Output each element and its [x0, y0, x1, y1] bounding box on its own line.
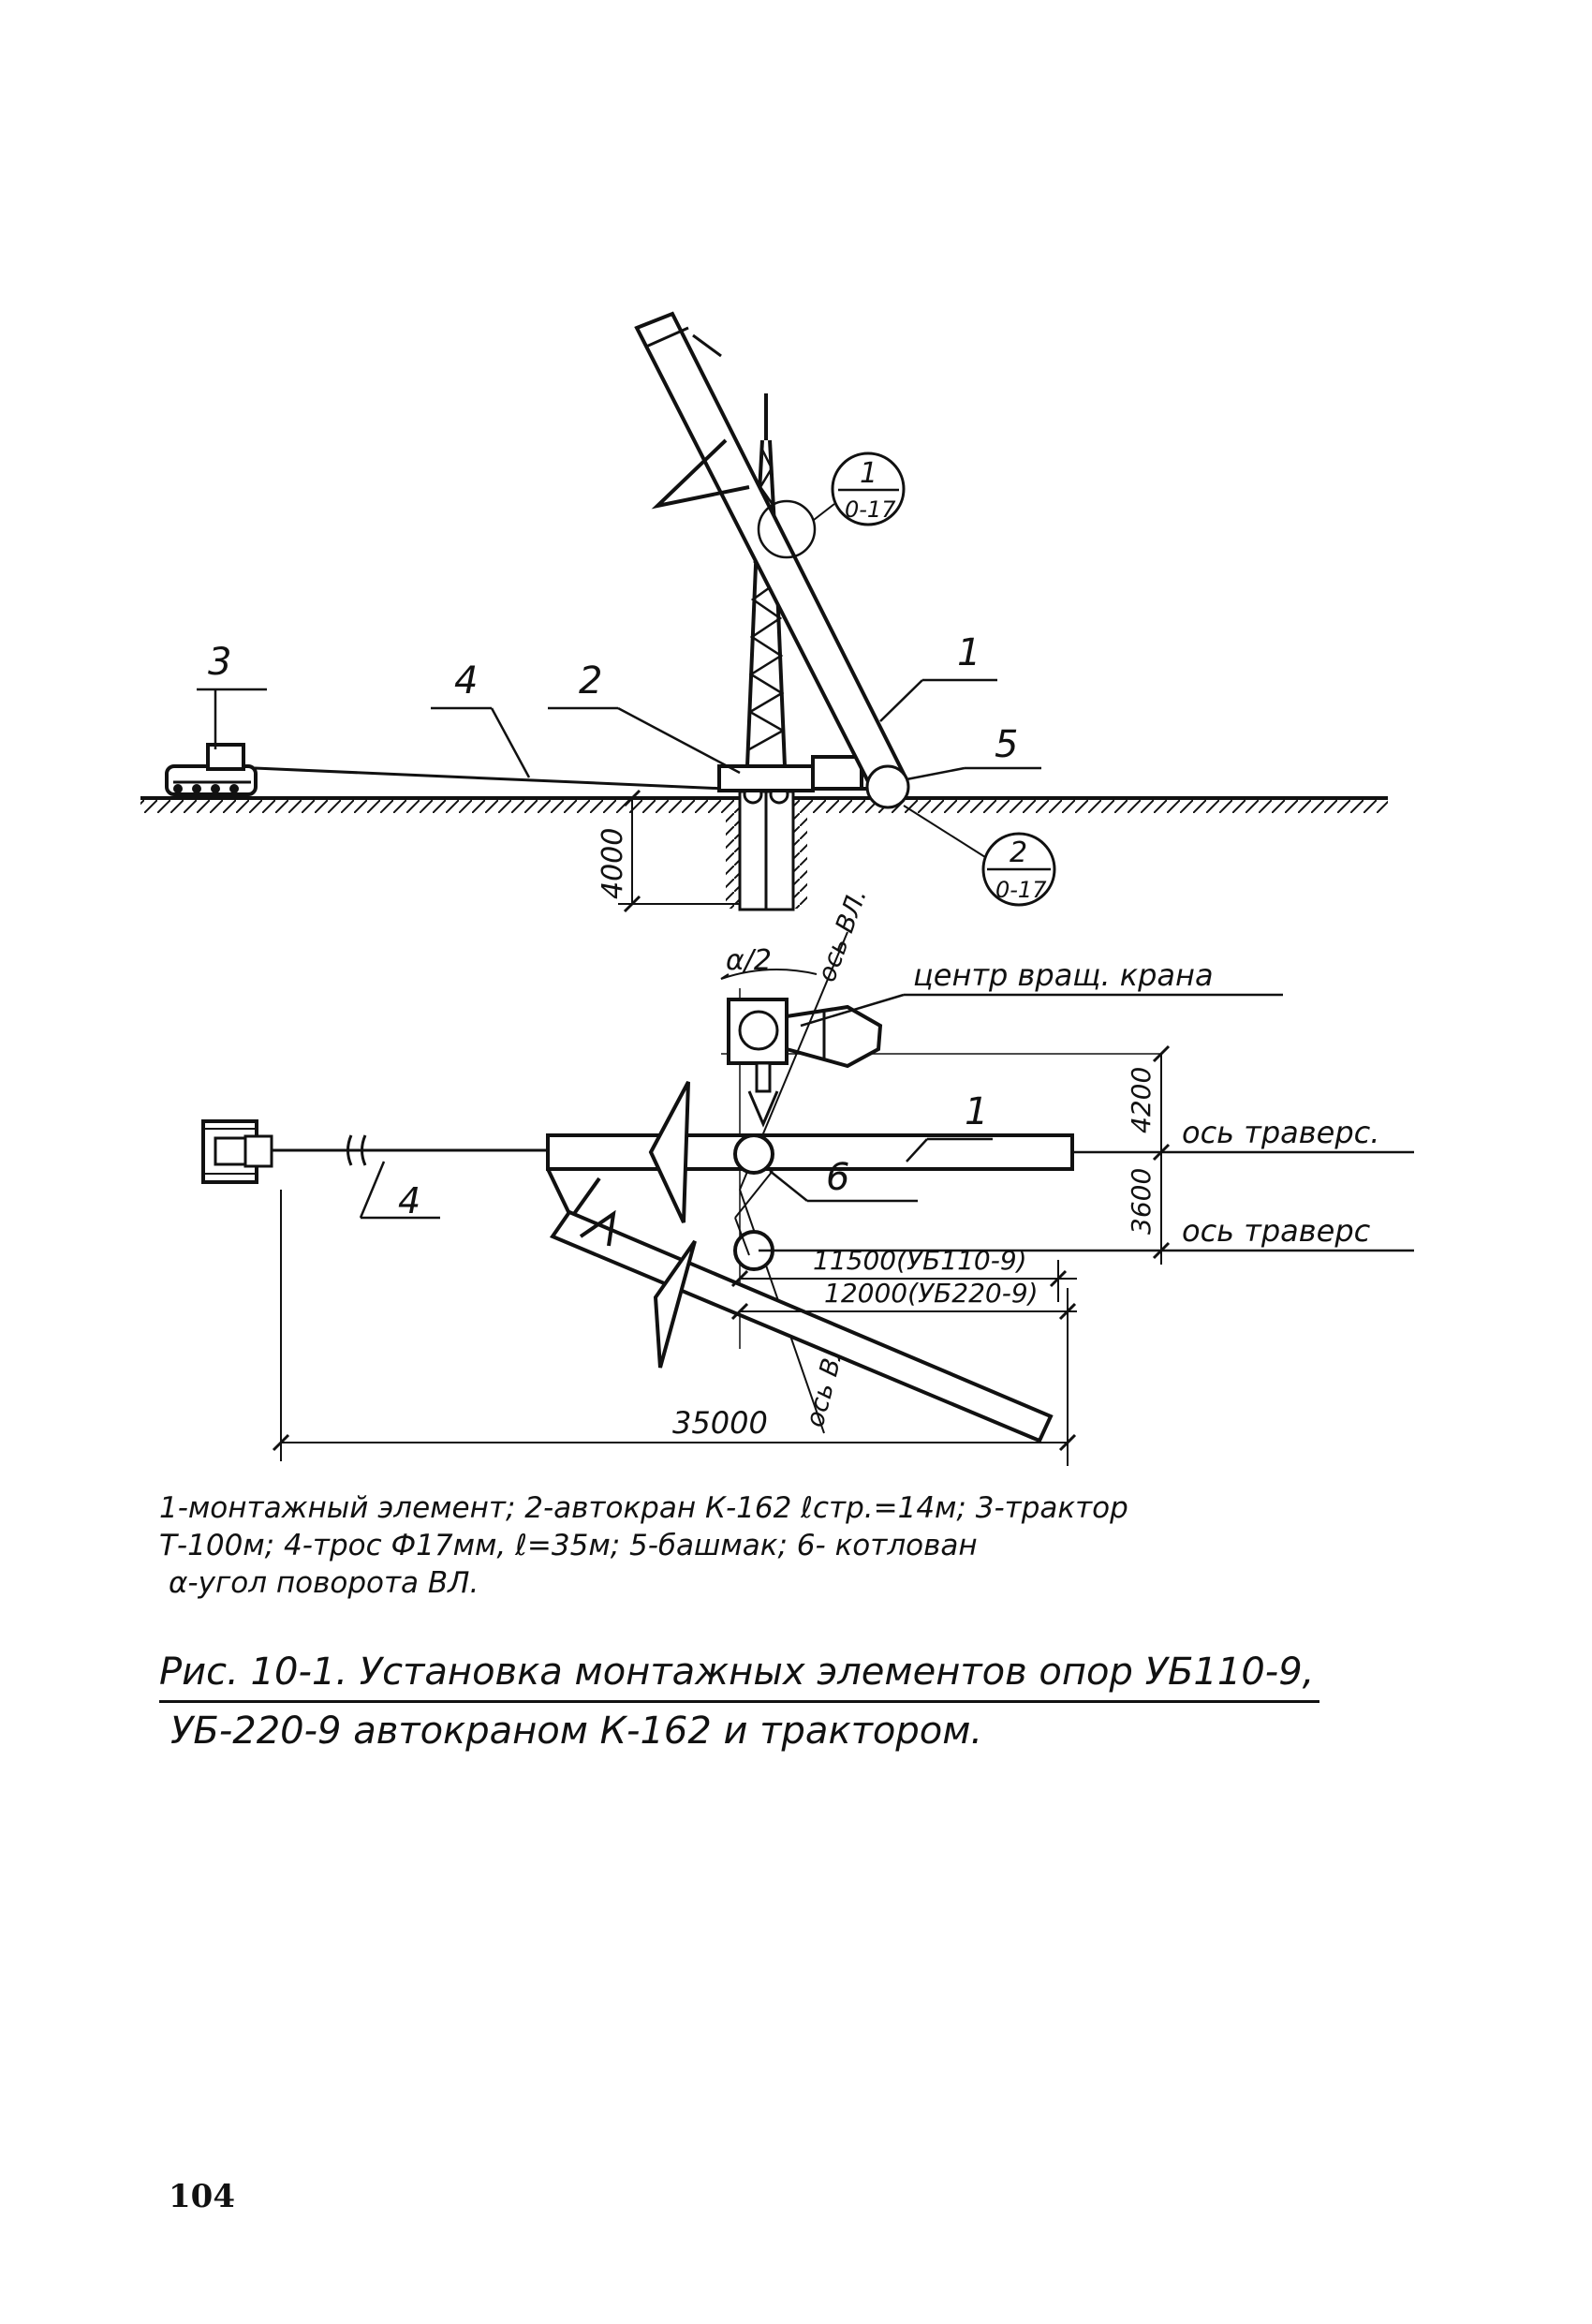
traverse-axis-2-label: ось траверс [1182, 1213, 1371, 1249]
mounting-element [634, 311, 910, 809]
dim-3600-label: 3600 [1126, 1168, 1157, 1235]
plan-view: α/2 ось ВЛ. ось ВЛ. центр вращ. крана 4 [201, 885, 1414, 1466]
traverse-axis-1-label: ось траверс. [1182, 1115, 1379, 1150]
callout-1-number: 1 [860, 457, 877, 490]
tractor-plan [201, 1119, 273, 1184]
label-crane: 2 [579, 659, 602, 703]
dim-12000-label: 12000(УБ220-9) [824, 1278, 1039, 1309]
dim-35000-label: 35000 [672, 1405, 768, 1441]
pit-depth-dimension: 4000 [597, 789, 740, 913]
legend-line-2: Т-100м; 4-трос Ф17мм, ℓ=35м; 5-башмак; 6… [159, 1529, 978, 1562]
pit-depth-label: 4000 [597, 828, 629, 899]
elevation-view: 4000 [140, 311, 1388, 913]
angle-label: α/2 [726, 944, 772, 977]
figure-caption: Рис. 10-1. Установка монтажных элементов… [159, 1644, 1320, 1759]
element-plan-label: 1 [965, 1090, 988, 1133]
pit-label: 6 [826, 1156, 849, 1199]
pit-circle-1 [733, 1133, 774, 1175]
tractor [165, 743, 258, 796]
label-shoe: 5 [995, 723, 1018, 766]
element-horizontal [546, 1081, 1074, 1223]
rotation-center-label: центр вращ. крана [913, 957, 1214, 993]
legend: 1-монтажный элемент; 2-автокран К-162 ℓс… [159, 1489, 1128, 1602]
dim-11500-label: 11500(УБ110-9) [813, 1245, 1027, 1276]
crane-plan [727, 998, 883, 1128]
line-axis-top-label: ось ВЛ. [812, 885, 872, 986]
figure-title-line-2: УБ-220-9 автокраном К-162 и трактором. [170, 1710, 983, 1753]
label-element: 1 [957, 631, 980, 674]
callout-2-ref: 0-17 [995, 877, 1047, 903]
ground-hatch [140, 800, 726, 813]
callout-1: 1 0-17 [757, 451, 906, 559]
label-tractor: 3 [208, 641, 231, 684]
label-rope: 4 [454, 659, 478, 703]
assembly-drawing: 4000 [140, 311, 1414, 1466]
callout-2-number: 2 [1010, 836, 1027, 869]
callout-1-ref: 0-17 [845, 496, 896, 523]
element-rotated [549, 1209, 1054, 1443]
rope [254, 766, 727, 791]
rope-plan-label: 4 [398, 1180, 420, 1221]
page-number: 104 [169, 2178, 235, 2215]
leader-labels: 3 4 2 1 5 [197, 631, 1041, 781]
legend-line-3: α-угол поворота ВЛ. [169, 1566, 479, 1600]
figure-title-line-1: Рис. 10-1. Установка монтажных элементов… [159, 1644, 1320, 1703]
callout-2: 2 0-17 [903, 805, 1056, 907]
legend-line-1: 1-монтажный элемент; 2-автокран К-162 ℓс… [159, 1491, 1128, 1525]
ground-hatch [807, 800, 1388, 813]
dim-4200-label: 4200 [1126, 1067, 1157, 1133]
pit [726, 784, 807, 911]
